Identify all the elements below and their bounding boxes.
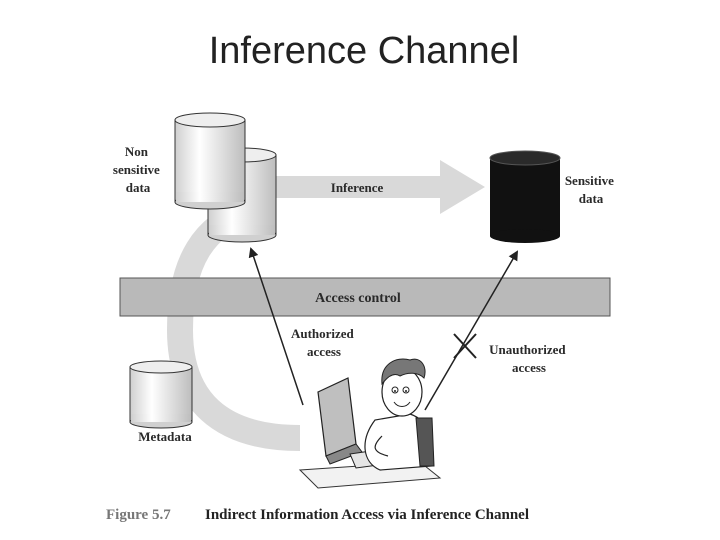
non-sensitive-label: Non sensitive data: [113, 144, 163, 195]
user-at-computer-illustration: [298, 358, 442, 489]
unauthorized-access-label: Unauthorized access: [489, 342, 569, 375]
unauthorized-access-arrow: [424, 250, 519, 411]
access-control-bar: [119, 277, 611, 317]
blocked-x-mark: [453, 333, 477, 359]
authorized-access-arrow: [248, 247, 304, 406]
metadata-db: [129, 360, 193, 429]
access-control-label: Access control: [315, 291, 401, 306]
metadata-flow-arc: [166, 197, 301, 451]
sensitive-db: [489, 150, 561, 243]
sensitive-label: Sensitive data: [565, 173, 617, 206]
inference-label: Inference: [331, 180, 384, 195]
inference-arrow: [272, 160, 485, 214]
authorized-access-label: Authorized access: [291, 326, 357, 359]
metadata-label: Metadata: [138, 429, 192, 444]
non-sensitive-db-front: [174, 112, 246, 210]
figure-number: Figure 5.7: [106, 507, 171, 523]
figure-caption: Indirect Information Access via Inferenc…: [205, 507, 529, 523]
slide-title: Inference Channel: [208, 30, 520, 72]
